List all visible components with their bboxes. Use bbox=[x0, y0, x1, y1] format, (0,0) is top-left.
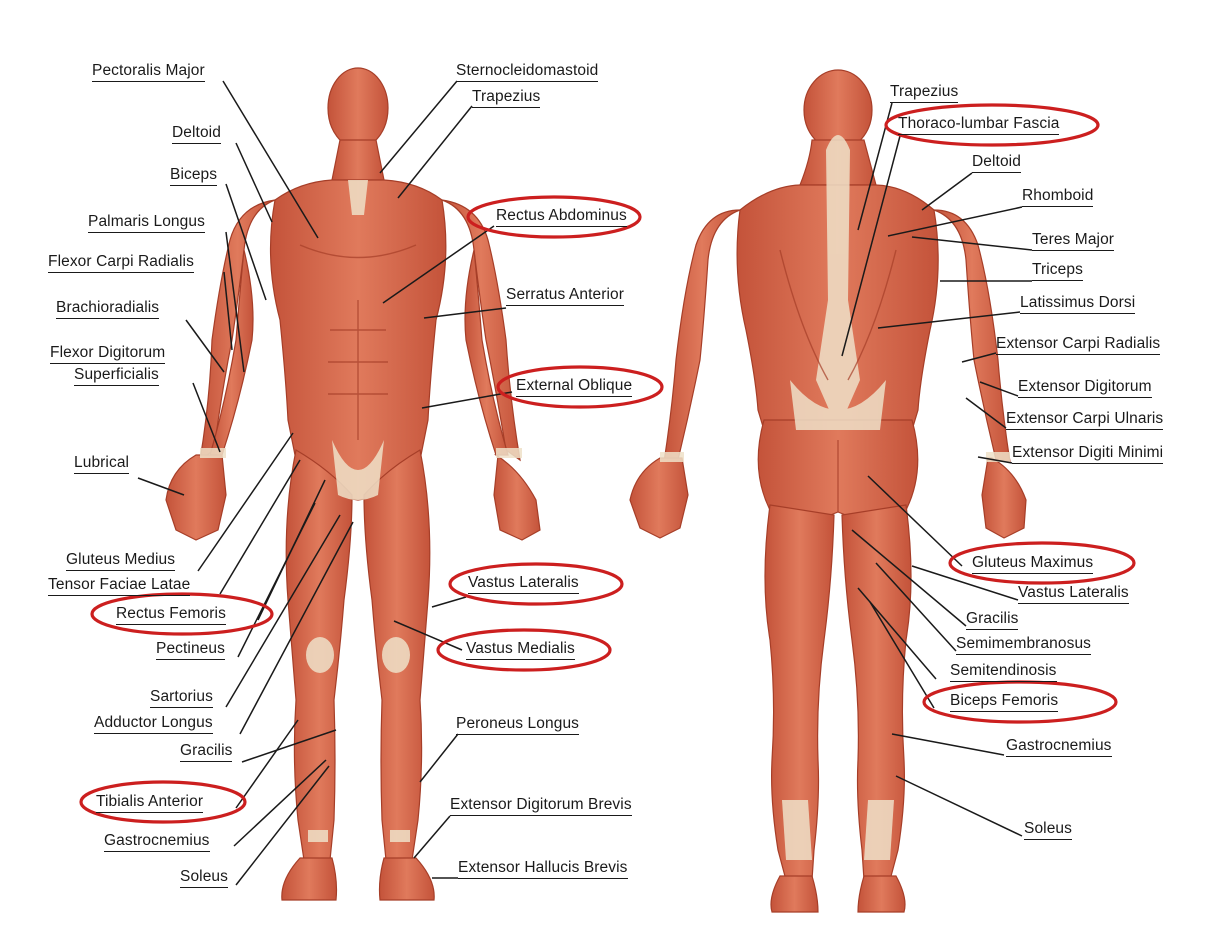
label-extensor-carpi-ulnaris: Extensor Carpi Ulnaris bbox=[1006, 410, 1163, 428]
label-deltoid-back: Deltoid bbox=[972, 153, 1021, 171]
label-soleus-front: Soleus bbox=[180, 868, 228, 886]
label-pectineus: Pectineus bbox=[156, 640, 225, 658]
label-trapezius-back: Trapezius bbox=[890, 83, 958, 101]
label-extensor-carpi-radialis: Extensor Carpi Radialis bbox=[996, 335, 1160, 353]
label-extensor-digiti-minimi: Extensor Digiti Minimi bbox=[1012, 444, 1163, 462]
label-rhomboid: Rhomboid bbox=[1022, 187, 1093, 205]
label-flexor-carpi-radialis: Flexor Carpi Radialis bbox=[48, 253, 194, 271]
label-gracilis-back: Gracilis bbox=[966, 610, 1018, 628]
label-vastus-lateralis-front: Vastus Lateralis bbox=[468, 574, 579, 592]
label-vastus-medialis: Vastus Medialis bbox=[466, 640, 575, 658]
label-superficialis: Superficialis bbox=[74, 366, 159, 384]
label-triceps: Triceps bbox=[1032, 261, 1083, 279]
label-adductor-longus: Adductor Longus bbox=[94, 714, 213, 732]
label-extensor-hallucis-brevis: Extensor Hallucis Brevis bbox=[458, 859, 628, 877]
label-latissimus-dorsi: Latissimus Dorsi bbox=[1020, 294, 1135, 312]
label-deltoid: Deltoid bbox=[172, 124, 221, 142]
label-sartorius: Sartorius bbox=[150, 688, 213, 706]
label-brachioradialis: Brachioradialis bbox=[56, 299, 159, 317]
label-biceps-femoris: Biceps Femoris bbox=[950, 692, 1058, 710]
label-trapezius-front: Trapezius bbox=[472, 88, 540, 106]
label-extensor-digitorum-brevis: Extensor Digitorum Brevis bbox=[450, 796, 632, 814]
label-rectus-femoris: Rectus Femoris bbox=[116, 605, 226, 623]
label-gastrocnemius-back: Gastrocnemius bbox=[1006, 737, 1112, 755]
label-gracilis-front: Gracilis bbox=[180, 742, 232, 760]
label-tensor-faciae-latae: Tensor Faciae Latae bbox=[48, 576, 190, 594]
label-lubrical: Lubrical bbox=[74, 454, 129, 472]
label-sternocleidomastoid: Sternocleidomastoid bbox=[456, 62, 598, 80]
label-teres-major: Teres Major bbox=[1032, 231, 1114, 249]
label-vastus-lateralis-back: Vastus Lateralis bbox=[1018, 584, 1129, 602]
label-biceps: Biceps bbox=[170, 166, 217, 184]
label-gastrocnemius-front: Gastrocnemius bbox=[104, 832, 210, 850]
label-pectoralis-major: Pectoralis Major bbox=[92, 62, 205, 80]
label-soleus-back: Soleus bbox=[1024, 820, 1072, 838]
label-semimembranosus: Semimembranosus bbox=[956, 635, 1091, 653]
label-peroneus-longus: Peroneus Longus bbox=[456, 715, 579, 733]
label-thoraco-lumbar-fascia: Thoraco-lumbar Fascia bbox=[898, 115, 1059, 133]
label-gluteus-maximus: Gluteus Maximus bbox=[972, 554, 1093, 572]
label-external-oblique: External Oblique bbox=[516, 377, 632, 395]
label-gluteus-medius: Gluteus Medius bbox=[66, 551, 175, 569]
label-flexor-digitorum: Flexor Digitorum bbox=[50, 344, 165, 362]
label-palmaris-longus: Palmaris Longus bbox=[88, 213, 205, 231]
label-semitendinosis: Semitendinosis bbox=[950, 662, 1057, 680]
label-rectus-abdominus: Rectus Abdominus bbox=[496, 207, 627, 225]
label-extensor-digitorum: Extensor Digitorum bbox=[1018, 378, 1152, 396]
label-serratus-anterior: Serratus Anterior bbox=[506, 286, 624, 304]
label-tibialis-anterior: Tibialis Anterior bbox=[96, 793, 203, 811]
